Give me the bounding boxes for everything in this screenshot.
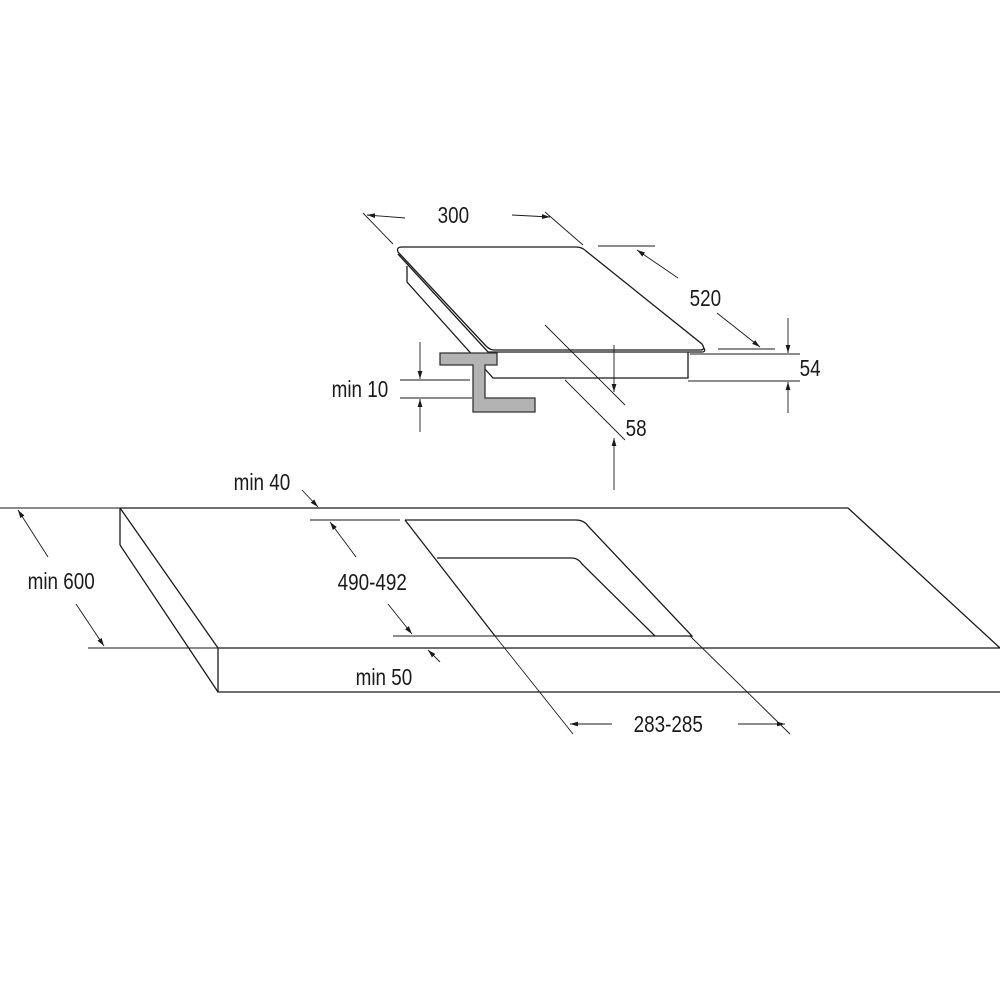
dimension-min-10 [400, 342, 472, 432]
mounting-bracket [439, 352, 536, 413]
dimension-300 [362, 211, 584, 246]
label-min-40: min 40 [233, 469, 291, 495]
label-height-54: 54 [799, 355, 821, 381]
label-490-492: 490-492 [336, 569, 409, 596]
label-min-50: min 50 [355, 664, 413, 690]
dimension-283-285 [494, 635, 791, 735]
label-depth-58: 58 [625, 415, 647, 441]
label-min-10: min 10 [331, 376, 389, 402]
hob [396, 246, 706, 379]
label-depth-520: 520 [688, 285, 723, 312]
label-283-285: 283-285 [632, 711, 705, 738]
cutout [404, 519, 694, 637]
dimension-min-50 [427, 649, 441, 663]
dimension-min-40 [301, 489, 319, 508]
dimension-54 [688, 318, 800, 413]
label-width-300: 300 [436, 202, 471, 229]
label-min-600: min 600 [26, 568, 97, 595]
dimension-490-492 [310, 519, 495, 637]
dimension-520 [598, 245, 775, 350]
dimension-min-600 [0, 507, 218, 649]
worktop [119, 507, 1000, 693]
dimension-58 [544, 324, 626, 490]
